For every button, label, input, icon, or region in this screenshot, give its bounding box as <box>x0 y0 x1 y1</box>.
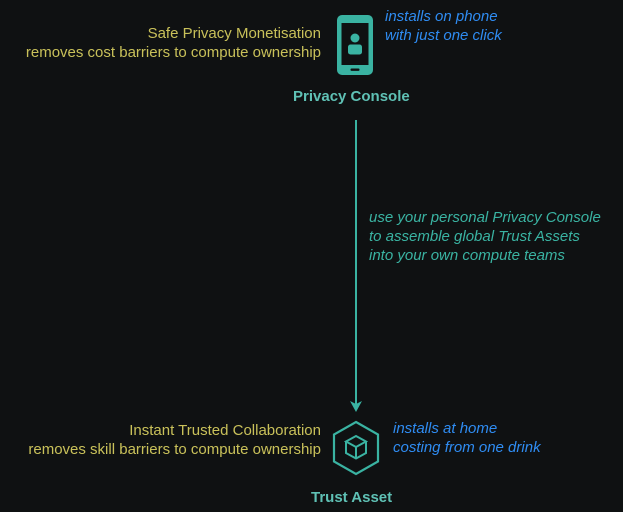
trust-asset-description: Instant Trusted Collaboration removes sk… <box>28 421 321 459</box>
privacy-console-title: Privacy Console <box>293 88 410 105</box>
trust-asset-install-note: installs at home costing from one drink <box>393 419 541 457</box>
trust-asset-desc-line: Instant Trusted Collaboration <box>129 422 321 439</box>
privacy-console-note-line: installs on phone <box>385 8 498 25</box>
arrow-down-icon <box>350 120 362 412</box>
connection-description: use your personal Privacy Console to ass… <box>369 208 601 265</box>
privacy-console-desc-line: removes cost barriers to compute ownersh… <box>25 44 321 61</box>
privacy-console-install-note: installs on phone with just one click <box>385 7 502 45</box>
privacy-console-description: Safe Privacy Monetisation removes cost b… <box>26 24 321 62</box>
privacy-console-desc-line: Safe Privacy Monetisation <box>147 25 321 42</box>
trust-asset-note-line: costing from one drink <box>393 439 541 456</box>
phone-user-icon <box>337 15 373 75</box>
connection-line: to assemble global Trust Assets <box>369 228 580 245</box>
trust-asset-title: Trust Asset <box>311 489 393 506</box>
cube-icon <box>332 420 380 476</box>
privacy-console-note-line: with just one click <box>385 27 502 44</box>
connection-line: into your own compute teams <box>369 247 565 264</box>
trust-asset-desc-line: removes skill barriers to compute owners… <box>28 441 321 458</box>
connection-line: use your personal Privacy Console <box>369 209 601 226</box>
trust-asset-note-line: installs at home <box>393 420 498 437</box>
